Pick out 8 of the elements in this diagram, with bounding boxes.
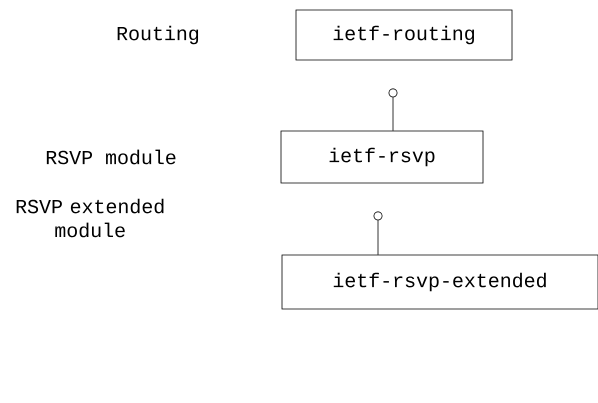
module-label: RSVP extended module [16,198,164,238]
module-label: RSVP module [46,150,176,164]
connector [374,211,382,255]
module-box: ietf-rsvp-extended [282,254,598,310]
module-box: ietf-routing [296,10,512,60]
module-box: ietf-rsvp [280,130,484,184]
connector [388,88,398,131]
module-label: Routing [118,26,198,44]
